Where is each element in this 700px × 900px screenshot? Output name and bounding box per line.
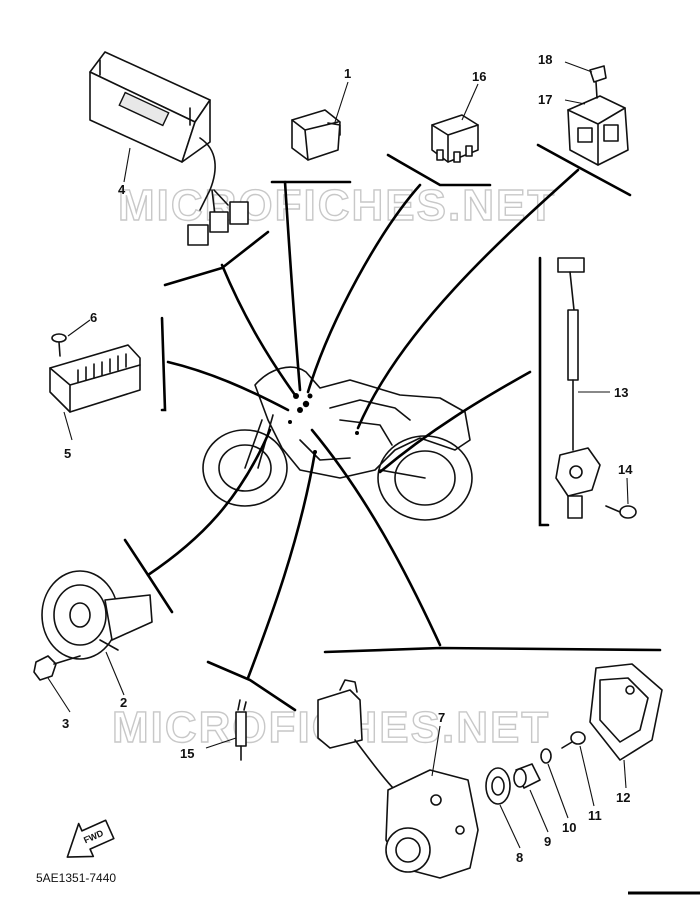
part-15-switch bbox=[235, 699, 247, 761]
callout-4: 4 bbox=[118, 182, 126, 197]
pointer-lines bbox=[146, 168, 580, 680]
group-brackets bbox=[123, 143, 662, 712]
callout-15: 15 bbox=[180, 746, 194, 761]
part-7-actuator bbox=[317, 679, 479, 879]
part-1-relay bbox=[291, 109, 341, 161]
part-18-bolt bbox=[589, 65, 607, 99]
callout-17: 18 bbox=[538, 52, 552, 67]
part-10-washer bbox=[540, 748, 552, 764]
part-4-control-unit bbox=[89, 51, 249, 246]
callout-1: 1 bbox=[344, 66, 351, 81]
part-16-relay bbox=[431, 114, 479, 163]
callout-6: 6 bbox=[90, 310, 97, 325]
part-11-screw bbox=[561, 731, 586, 749]
forward-arrow-icon: FWD bbox=[66, 819, 115, 858]
part-17-starter-relay bbox=[567, 95, 629, 166]
part-6-bolt bbox=[51, 333, 67, 357]
motorcycle-outline bbox=[202, 366, 473, 521]
callout-11: 11 bbox=[588, 808, 602, 823]
callout-10: 10 bbox=[562, 820, 576, 835]
part-12-cover bbox=[589, 663, 663, 761]
callout-3: 3 bbox=[62, 716, 69, 731]
mounting-points bbox=[288, 393, 359, 454]
part-2-horn bbox=[41, 570, 153, 660]
callout-18: 17 bbox=[538, 92, 552, 107]
drawing-code: 5AE1351-7440 bbox=[36, 871, 116, 885]
callout-13: 13 bbox=[614, 385, 628, 400]
callout-12: 12 bbox=[616, 790, 630, 805]
part-8-bushing bbox=[485, 767, 511, 805]
watermark-top: MICROFICHES.NET bbox=[118, 181, 556, 230]
part-3-bolt bbox=[33, 655, 81, 681]
callout-14: 14 bbox=[618, 462, 633, 477]
callout-numbers: 1 2 3 4 5 6 7 8 9 10 11 12 13 14 15 16 1… bbox=[62, 52, 633, 865]
callout-leaders bbox=[47, 61, 629, 849]
callout-8: 8 bbox=[516, 850, 523, 865]
callout-5: 5 bbox=[64, 446, 71, 461]
callout-16: 16 bbox=[472, 69, 486, 84]
part-14-screw bbox=[605, 505, 637, 519]
callout-2: 2 bbox=[120, 695, 127, 710]
callout-9: 9 bbox=[544, 834, 551, 849]
part-13-sensor-lead bbox=[555, 257, 601, 519]
part-5-rectifier bbox=[49, 344, 141, 413]
callout-7: 7 bbox=[438, 710, 445, 725]
part-9-collar bbox=[513, 763, 541, 789]
